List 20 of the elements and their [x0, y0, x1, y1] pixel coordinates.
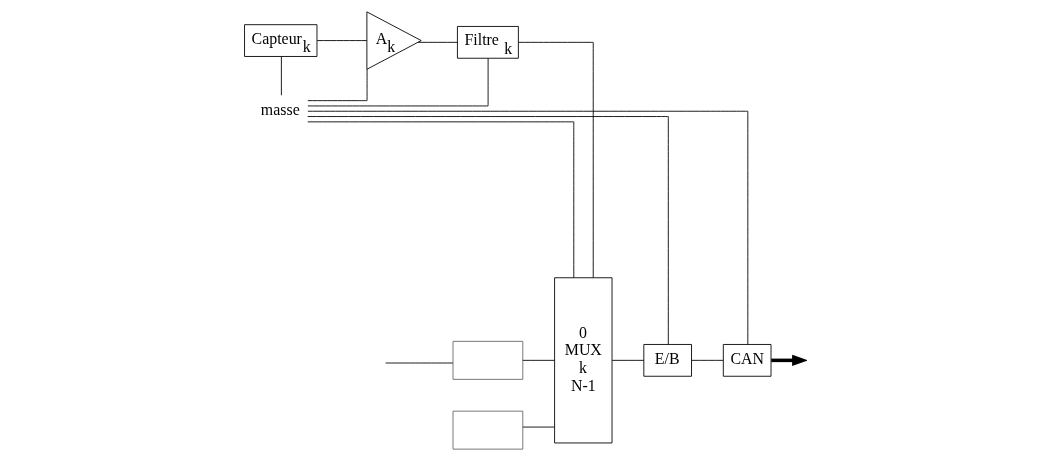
connector [611, 359, 645, 361]
connector [522, 426, 556, 428]
connector [307, 121, 575, 279]
node-box [452, 410, 524, 450]
connector [280, 56, 282, 96]
connector [691, 359, 724, 361]
node-text: masse [260, 101, 300, 119]
node-box: CAN [722, 344, 772, 377]
arrow [771, 354, 807, 366]
connector [307, 110, 749, 345]
node-box: E/B [643, 344, 692, 377]
node-box [452, 340, 524, 380]
connector [417, 41, 458, 43]
connector [518, 41, 594, 279]
node-box: 0 MUX k N-1 [554, 277, 613, 444]
connector [522, 359, 556, 361]
connector [316, 40, 368, 41]
connector [307, 57, 489, 107]
connector [307, 116, 669, 345]
connector [307, 68, 368, 102]
